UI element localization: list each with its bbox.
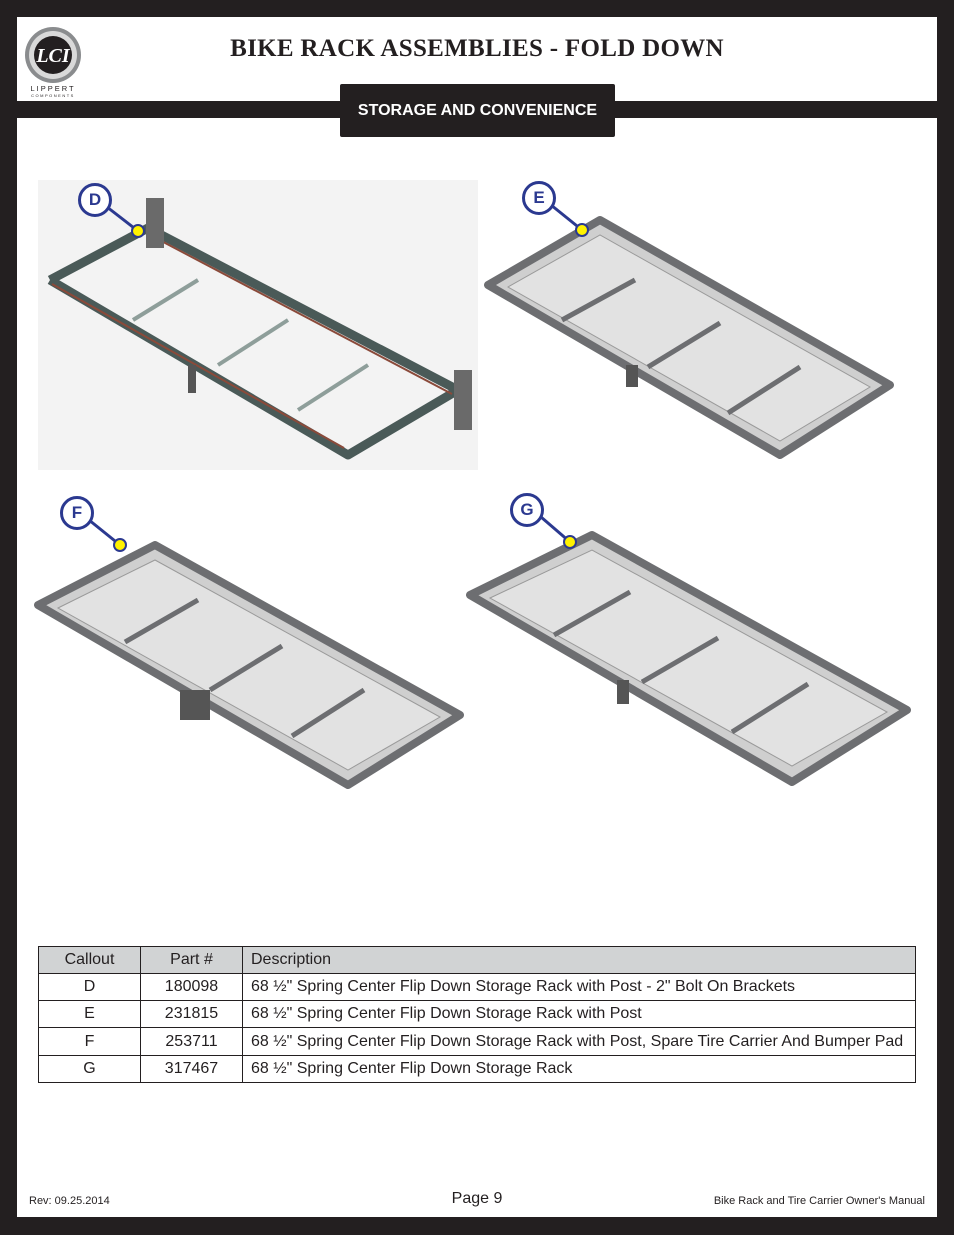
cell-callout: G — [38, 1055, 141, 1083]
revision-date: Rev: 09.25.2014 — [29, 1195, 110, 1207]
header-part: Part # — [140, 946, 243, 974]
cell-part: 231815 — [140, 1000, 243, 1028]
callout-d: D — [78, 183, 112, 217]
cell-part: 253711 — [140, 1027, 243, 1056]
cell-part: 180098 — [140, 973, 243, 1001]
cell-callout: E — [38, 1000, 141, 1028]
cell-part: 317467 — [140, 1055, 243, 1083]
callout-e: E — [522, 181, 556, 215]
rack-figure-g — [466, 531, 911, 786]
page-number: Page 9 — [451, 1190, 503, 1207]
callout-f: F — [60, 496, 94, 530]
svg-text:LCI: LCI — [35, 45, 71, 67]
manual-title: Bike Rack and Tire Carrier Owner's Manua… — [713, 1195, 925, 1207]
cell-description: 68 ½" Spring Center Flip Down Storage Ra… — [242, 1055, 916, 1083]
table-row: F 253711 68 ½" Spring Center Flip Down S… — [38, 1027, 916, 1056]
callout-dot-g — [563, 535, 577, 549]
rack-figure-f — [34, 541, 464, 789]
callout-g: G — [510, 493, 544, 527]
callout-dot-d — [131, 224, 145, 238]
cell-description: 68 ½" Spring Center Flip Down Storage Ra… — [242, 1000, 916, 1028]
cell-description: 68 ½" Spring Center Flip Down Storage Ra… — [242, 1027, 916, 1056]
table-header-row: Callout Part # Description — [38, 946, 916, 974]
cell-description: 68 ½" Spring Center Flip Down Storage Ra… — [242, 973, 916, 1001]
page-title: BIKE RACK ASSEMBLIES - FOLD DOWN — [230, 35, 724, 62]
parts-table: Callout Part # Description D 180098 68 ½… — [38, 946, 916, 1083]
header-description: Description — [242, 946, 916, 974]
cell-callout: F — [38, 1027, 141, 1056]
cell-callout: D — [38, 973, 141, 1001]
logo-subtext: COMPONENTS — [31, 93, 75, 98]
rack-figure-d — [38, 180, 478, 470]
logo-text: LIPPERT — [30, 84, 75, 93]
header-callout: Callout — [38, 946, 141, 974]
section-badge: STORAGE AND CONVENIENCE — [340, 84, 615, 137]
callout-dot-f — [113, 538, 127, 552]
rack-figure-e — [484, 216, 894, 459]
lci-logo: LCI LIPPERT COMPONENTS — [25, 27, 81, 98]
table-row: D 180098 68 ½" Spring Center Flip Down S… — [38, 973, 916, 1001]
callout-dot-e — [575, 223, 589, 237]
table-row: E 231815 68 ½" Spring Center Flip Down S… — [38, 1000, 916, 1028]
table-row: G 317467 68 ½" Spring Center Flip Down S… — [38, 1055, 916, 1083]
